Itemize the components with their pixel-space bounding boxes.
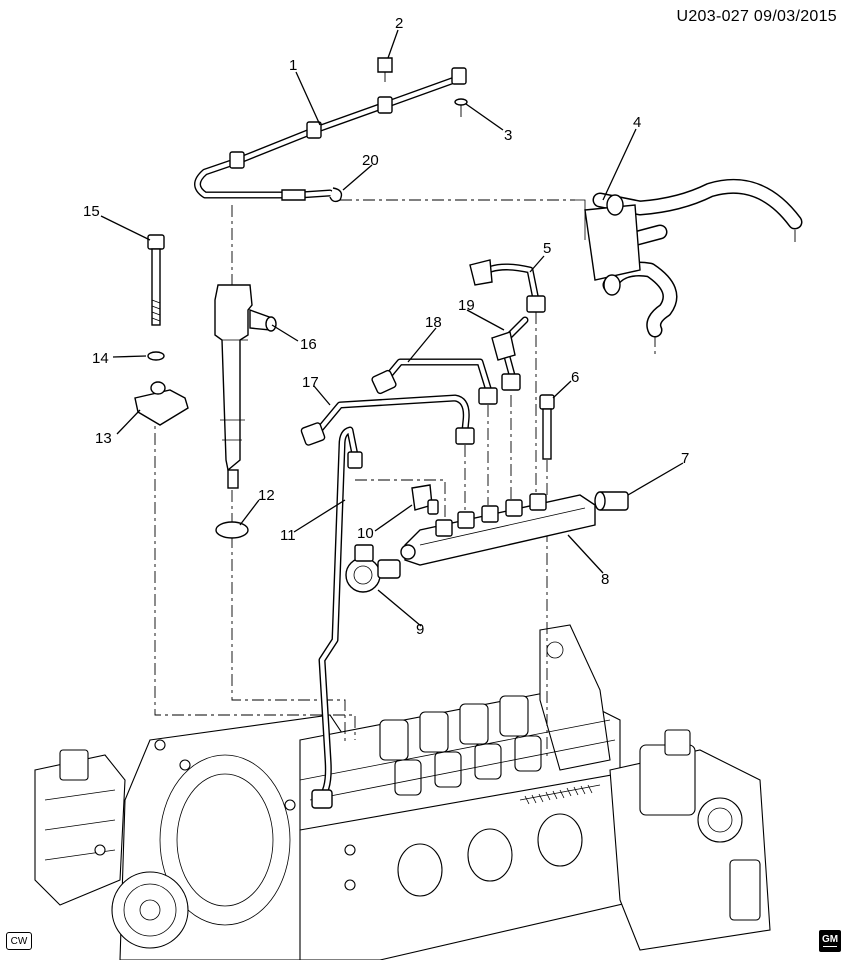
callout-13: 13 [95,430,112,447]
fuel-return-line [194,67,467,201]
fuel-pipe-part-17 [300,394,475,446]
callout-18: 18 [425,314,442,331]
clip-part-2 [377,57,393,73]
callout-2: 2 [395,15,403,32]
callout-16: 16 [300,336,317,353]
fuel-injector [214,284,277,489]
callout-labels: 1 2 3 4 5 6 7 8 9 10 11 12 13 14 15 16 1… [83,15,689,638]
callout-1: 1 [289,57,297,74]
pressure-regulator [345,544,401,593]
callout-7: 7 [681,450,689,467]
injector-clamp [134,389,189,426]
callout-8: 8 [601,571,609,588]
callout-11: 11 [280,527,296,544]
engine-assembly [34,624,771,960]
fuel-rail [400,493,596,566]
callout-5: 5 [543,240,551,257]
diagram-code: U203-027 09/03/2015 [676,8,837,25]
callout-15: 15 [83,203,100,220]
callout-9: 9 [416,621,424,638]
rail-fitting [411,484,439,515]
gm-logo: GM [819,930,841,952]
callout-3: 3 [504,127,512,144]
cw-badge: CW [6,932,32,950]
callout-12: 12 [258,487,275,504]
fuel-pipe-part-18 [371,358,498,405]
rail-bolt [539,394,555,460]
fuel-hose-assembly [575,178,803,338]
bolt-washer [147,351,165,361]
clip-part-20 [329,187,343,203]
gm-logo-text: GM [821,933,839,945]
callout-20: 20 [362,152,379,169]
callout-14: 14 [92,350,109,367]
fuel-supply-pipe [311,426,363,809]
callout-17: 17 [302,374,319,391]
callout-19: 19 [458,297,475,314]
injector-seal [215,521,249,539]
clamp-bolt [147,234,165,326]
leader-lines [100,29,684,627]
alignment-lines [154,70,796,760]
fuel-pipe-part-5 [469,259,546,313]
fuel-pipe-part-19 [491,316,529,391]
callout-10: 10 [357,525,374,542]
pressure-sensor [594,491,629,511]
washer-part-3 [454,98,468,106]
callout-6: 6 [571,369,579,386]
callout-4: 4 [633,114,641,131]
